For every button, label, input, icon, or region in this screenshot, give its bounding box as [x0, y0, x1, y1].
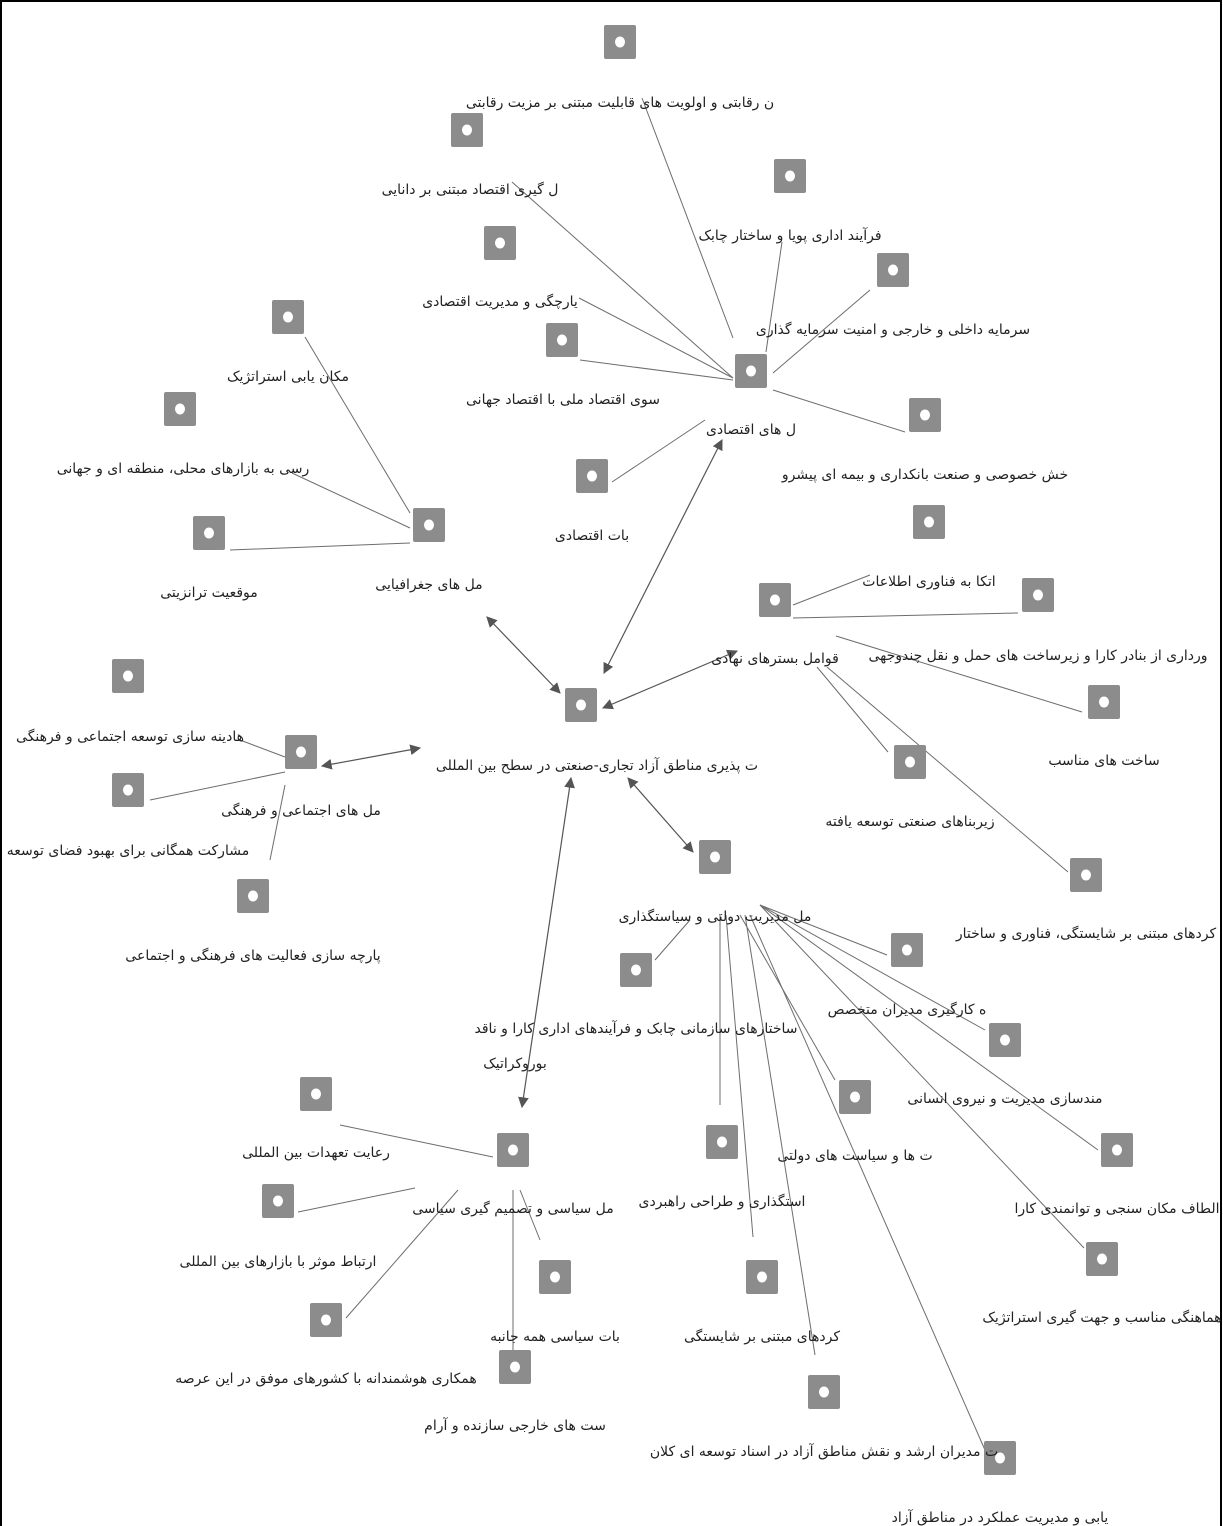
node-label: ساخت های مناسب — [1048, 753, 1159, 769]
node-label: رسی به بازارهای محلی، منطقه ای و جهانی — [57, 461, 310, 477]
node-label: مشارکت همگانی برای بهبود فضای توسعه — [7, 842, 249, 859]
node-icon — [272, 300, 304, 334]
node-label: ساختارهای سازمانی چابک و فرآیندهای اداری… — [475, 1020, 798, 1037]
node-icon — [891, 933, 923, 967]
node-icon — [451, 113, 483, 147]
node-label: ل گیری اقتصاد مبتنی بر دانایی — [382, 181, 559, 198]
node-icon — [112, 773, 144, 807]
node-icon — [604, 25, 636, 59]
node-icon — [300, 1077, 332, 1111]
node-label: سرمایه داخلی و خارجی و امنیت سرمایه گذار… — [756, 321, 1030, 338]
node-icon — [699, 840, 731, 874]
node-icon — [576, 459, 608, 493]
node-label: هماهنگی مناسب و جهت گیری استراتژیک — [982, 1309, 1221, 1326]
central-arrows — [320, 439, 738, 1109]
node-label: اتکا به فناوری اطلاعات — [862, 574, 995, 590]
node-label: مل مدیریت دولتی و سیاستگذاری — [619, 908, 812, 925]
node-icon — [310, 1303, 342, 1337]
node-icon — [1101, 1133, 1133, 1167]
edges — [149, 97, 1099, 1451]
node-label: بات اقتصادی — [555, 528, 629, 544]
central-node-icon — [565, 688, 597, 722]
node-icon — [1088, 685, 1120, 719]
node-label: مندسازی مدیریت و نیروی انسانی — [907, 1091, 1102, 1107]
node-label: هادینه سازی توسعه اجتماعی و فرهنگی — [16, 728, 244, 745]
node-icon — [497, 1133, 529, 1167]
node-icon — [909, 398, 941, 432]
node-label: رعایت تعهدات بین المللی — [242, 1145, 390, 1161]
node-icon — [1070, 858, 1102, 892]
node-label: مل سیاسی و تصمیم گیری سیاسی — [412, 1200, 614, 1217]
node-icon — [808, 1375, 840, 1409]
node-icon — [774, 159, 806, 193]
node-icon — [839, 1080, 871, 1114]
node-icon — [913, 505, 945, 539]
node-icon — [1022, 578, 1054, 612]
node-label: همکاری هوشمندانه با کشورهای موفق در این … — [175, 1371, 477, 1387]
node-icon — [112, 659, 144, 693]
node-label: خش خصوصی و صنعت بانکداری و بیمه ای پیشرو — [781, 467, 1068, 483]
node-icon — [413, 508, 445, 542]
node-label: یارچگی و مدیریت اقتصادی — [422, 293, 578, 310]
node-icon — [1086, 1242, 1118, 1276]
node-icon — [285, 735, 317, 769]
node-icon — [164, 392, 196, 426]
central-node-label: ت پذیری مناطق آزاد تجاری-صنعتی در سطح بی… — [436, 757, 758, 774]
node-icon — [746, 1260, 778, 1294]
node-label: بات سیاسی همه جانبه — [490, 1329, 620, 1345]
node-label: زیربناهای صنعتی توسعه یافته — [825, 814, 994, 830]
node-icon — [706, 1125, 738, 1159]
node-label: پارچه سازی فعالیت های فرهنگی و اجتماعی — [125, 947, 380, 964]
node-label: کردهای مبتنی بر شایستگی — [684, 1328, 840, 1345]
node-label: فرآیند اداری پویا و ساختار چابک — [698, 227, 881, 244]
node-icon — [620, 953, 652, 987]
node-icon — [499, 1350, 531, 1384]
node-icon — [193, 516, 225, 550]
node-label: سوی اقتصاد ملی با اقتصاد جهانی — [466, 392, 660, 408]
node-icon — [735, 354, 767, 388]
node-label: ت مدیران ارشد و نقش مناطق آزاد در اسناد … — [650, 1443, 998, 1460]
node-icon — [262, 1184, 294, 1218]
node-label: ت ها و سیاست های دولتی — [777, 1148, 932, 1164]
node-label: ه کارگیری مدیران متخصص — [828, 1001, 987, 1018]
node-label: قوامل بسترهای نهادی — [711, 651, 839, 667]
node-label: استگذاری و طراحی راهبردی — [639, 1193, 806, 1210]
node-label: ل های اقتصادی — [706, 422, 796, 438]
node-label: مکان یابی استراتژیک — [227, 369, 349, 385]
node-icon — [546, 323, 578, 357]
node-label: ست های خارجی سازنده و آرام — [424, 1417, 606, 1434]
node-label: مل های جغرافیایی — [375, 577, 482, 593]
node-label: ارتباط موثر با بازارهای بین المللی — [180, 1254, 377, 1270]
node-icon — [237, 879, 269, 913]
node-label: ورداری از بنادر کارا و زیرساخت های حمل و… — [868, 648, 1207, 664]
node-label: الطاف مکان سنجی و توانمندی کارا — [1015, 1201, 1220, 1217]
node-label: بوروکراتیک — [483, 1056, 547, 1072]
node-icon — [894, 745, 926, 779]
node-icon — [539, 1260, 571, 1294]
labels: ت پذیری مناطق آزاد تجاری-صنعتی در سطح بی… — [7, 95, 1222, 1526]
node-label: مل های اجتماعی و فرهنگی — [221, 802, 381, 819]
node-icon — [877, 253, 909, 287]
node-icon — [484, 226, 516, 260]
node-label: ن رقابتی و اولویت های قابلیت مبتنی بر مز… — [466, 95, 774, 111]
node-label: کردهای مبتنی بر شایستگی، فناوری و ساختار — [955, 925, 1217, 942]
node-label: موقعیت ترانزیتی — [160, 585, 258, 601]
node-icon — [759, 583, 791, 617]
node-label: یابی و مدیریت عملکرد در مناطق آزاد — [892, 1509, 1109, 1526]
node-icon — [989, 1023, 1021, 1057]
